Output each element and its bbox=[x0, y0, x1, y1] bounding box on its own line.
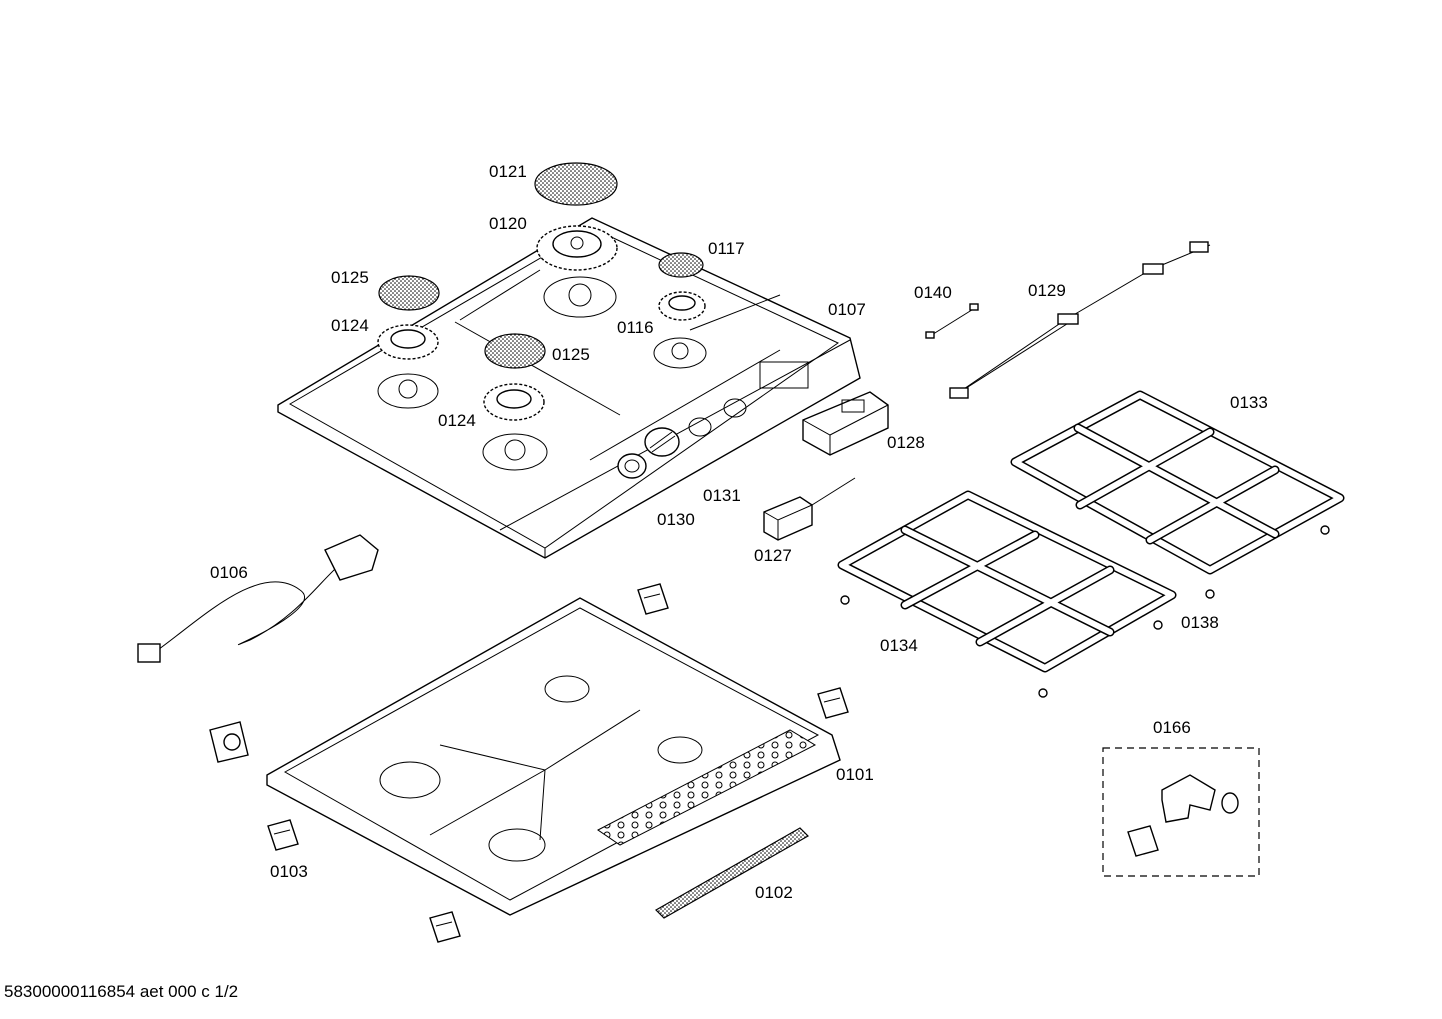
bottom-tray-0101 bbox=[266, 597, 841, 916]
label-0130: 0130 bbox=[657, 510, 695, 529]
label-0103: 0103 bbox=[270, 862, 308, 881]
control-knob-0131 bbox=[644, 427, 680, 457]
burner-cap-0125-left bbox=[378, 275, 440, 311]
burner-cap-0125-center bbox=[484, 333, 546, 369]
gas-connector-fitting bbox=[209, 721, 249, 763]
mounting-clip-0103-d bbox=[429, 911, 461, 943]
power-cord-0106 bbox=[137, 534, 379, 663]
label-0116: 0116 bbox=[617, 318, 654, 337]
burner-crown-0120 bbox=[536, 225, 618, 271]
label-0102: 0102 bbox=[755, 883, 793, 902]
label-0133: 0133 bbox=[1230, 393, 1268, 412]
label-0124-center: 0124 bbox=[438, 411, 476, 430]
control-module-0128 bbox=[802, 391, 889, 456]
connection-kit-0166 bbox=[1102, 747, 1260, 877]
burner-cap-0117 bbox=[658, 252, 704, 278]
burner-crown-0116 bbox=[658, 291, 706, 321]
label-0127: 0127 bbox=[754, 546, 792, 565]
label-0138: 0138 bbox=[1181, 613, 1219, 632]
label-0120: 0120 bbox=[489, 214, 527, 233]
pan-support-grate-0134 bbox=[837, 490, 1177, 673]
label-0128: 0128 bbox=[887, 433, 925, 452]
label-0117: 0117 bbox=[708, 239, 745, 258]
rubber-feet-0138 bbox=[840, 525, 1330, 698]
wiring-harness-0129 bbox=[949, 241, 1211, 399]
label-0134: 0134 bbox=[880, 636, 918, 655]
label-0124-left: 0124 bbox=[331, 316, 369, 335]
mounting-clip-0103-c bbox=[267, 819, 299, 851]
hob-top-plate bbox=[277, 217, 861, 559]
mounting-clip-0103-a bbox=[637, 583, 669, 615]
mounting-clip-0103-b bbox=[817, 687, 849, 719]
cable-0140 bbox=[925, 303, 979, 339]
label-0106: 0106 bbox=[210, 563, 248, 582]
label-0121: 0121 bbox=[489, 162, 527, 181]
burner-crown-0124-center bbox=[483, 383, 545, 421]
seal-strip-0102 bbox=[655, 827, 809, 919]
pan-support-grate-0133 bbox=[1010, 390, 1345, 575]
burner-cap-0121 bbox=[534, 162, 618, 206]
label-0140: 0140 bbox=[914, 283, 952, 302]
label-0166: 0166 bbox=[1153, 718, 1191, 737]
ignition-module-0127 bbox=[763, 477, 856, 541]
label-0107: 0107 bbox=[828, 300, 866, 319]
label-0101: 0101 bbox=[836, 765, 874, 784]
label-0131: 0131 bbox=[703, 486, 741, 505]
label-0125-left: 0125 bbox=[331, 268, 369, 287]
drawing-reference-footer: 58300000116854 aet 000 c 1/2 bbox=[4, 982, 239, 1001]
burner-crown-0124-left bbox=[377, 324, 439, 360]
knob-bezel-0130 bbox=[617, 453, 647, 479]
label-0129: 0129 bbox=[1028, 281, 1066, 300]
label-0125-center: 0125 bbox=[552, 345, 590, 364]
